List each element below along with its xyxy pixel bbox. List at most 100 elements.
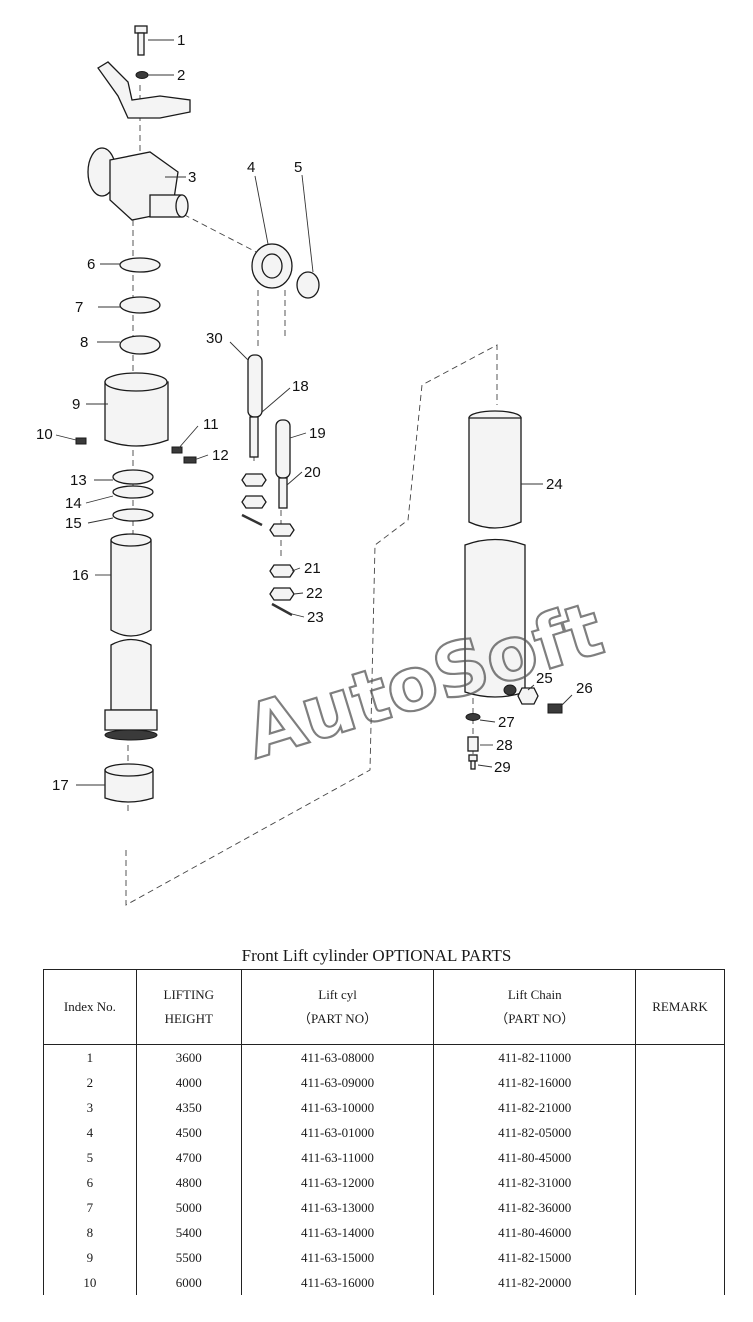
part-snap-ring	[296, 271, 320, 299]
part-chain-30	[247, 354, 263, 458]
cell-index: 10	[43, 1270, 137, 1295]
part-cylinder-tube	[464, 410, 526, 698]
exploded-parts-diagram: 1 2 3 4 5 6 7 8 9 10 11 12 13 14 15 16 1…	[36, 25, 614, 906]
header-lift-chain: Lift Chain （PART NO）	[433, 969, 637, 1045]
part-nut-b	[241, 495, 267, 509]
cell-index: 2	[43, 1070, 137, 1095]
cell-lift-chain-part-no: 411-82-11000	[433, 1044, 637, 1070]
callout-8: 8	[80, 334, 88, 351]
callout-11: 11	[203, 416, 219, 433]
callout-30: 30	[206, 330, 223, 347]
cell-lifting-height: 4500	[135, 1120, 242, 1145]
callout-12: 12	[212, 447, 229, 464]
cell-lift-cyl-part-no: 411-63-09000	[240, 1070, 435, 1095]
part-ring-6	[119, 257, 161, 273]
table-header-row: Index No. LIFTING HEIGHT Lift cyl （PART …	[43, 969, 725, 1045]
cell-lift-cyl-part-no: 411-63-01000	[240, 1120, 435, 1145]
callout-2: 2	[177, 67, 185, 84]
callout-6: 6	[87, 256, 95, 273]
cell-lift-cyl-part-no: 411-63-08000	[240, 1044, 435, 1070]
part-nut-21	[269, 564, 295, 578]
part-nut-c	[269, 523, 295, 537]
callout-9: 9	[72, 396, 80, 413]
cell-lift-chain-part-no: 411-82-16000	[433, 1070, 637, 1095]
part-piston-rod	[104, 533, 158, 741]
part-ring-13	[112, 469, 154, 485]
callout-10: 10	[36, 426, 53, 443]
cell-lift-chain-part-no: 411-80-46000	[433, 1220, 637, 1245]
callout-4: 4	[247, 159, 255, 176]
cell-index: 1	[43, 1044, 137, 1070]
part-pin-a	[241, 513, 263, 527]
part-pin-23	[271, 602, 293, 617]
callout-15: 15	[65, 515, 82, 532]
part-washer-27	[465, 713, 481, 721]
callout-19: 19	[309, 425, 326, 442]
part-fitting-25	[517, 687, 539, 705]
callout-27: 27	[498, 714, 515, 731]
part-nut-22	[269, 587, 295, 601]
optional-parts-table: Index No. LIFTING HEIGHT Lift cyl （PART …	[43, 969, 725, 1295]
cell-lift-cyl-part-no: 411-63-14000	[240, 1220, 435, 1245]
cell-index: 5	[43, 1145, 137, 1170]
leader-lines	[55, 39, 573, 786]
table-title: Front Lift cylinder OPTIONAL PARTS	[241, 946, 512, 965]
cell-lift-chain-part-no: 411-82-15000	[433, 1245, 637, 1270]
cell-index: 3	[43, 1095, 137, 1120]
callout-23: 23	[307, 609, 324, 626]
cell-lift-cyl-part-no: 411-63-11000	[240, 1145, 435, 1170]
callout-24: 24	[546, 476, 563, 493]
cell-lifting-height: 3600	[135, 1044, 242, 1070]
cell-lift-cyl-part-no: 411-63-10000	[240, 1095, 435, 1120]
part-screw-11	[171, 446, 183, 454]
cell-lifting-height: 4700	[135, 1145, 242, 1170]
cell-lift-cyl-part-no: 411-63-13000	[240, 1195, 435, 1220]
cell-remark	[635, 1070, 725, 1095]
cell-remark	[635, 1044, 725, 1070]
callout-25: 25	[536, 670, 553, 687]
cell-remark	[635, 1245, 725, 1270]
cell-index: 7	[43, 1195, 137, 1220]
part-chain-19	[275, 419, 291, 509]
cell-lift-chain-part-no: 411-82-20000	[433, 1270, 637, 1295]
callout-labels: 1 2 3 4 5 6 7 8 9 10 11 12 13 14 15 16 1…	[36, 32, 593, 794]
cell-lift-chain-part-no: 411-82-21000	[433, 1095, 637, 1120]
cell-remark	[635, 1270, 725, 1295]
header-lifting-height: LIFTING HEIGHT	[135, 969, 242, 1045]
part-wheel-support	[87, 147, 189, 221]
part-screw-10	[75, 437, 87, 445]
part-plug-26	[547, 703, 563, 714]
cell-lift-cyl-part-no: 411-63-15000	[240, 1245, 435, 1270]
cell-index: 8	[43, 1220, 137, 1245]
part-cup	[104, 763, 154, 803]
part-bolt	[134, 25, 148, 56]
cell-remark	[635, 1145, 725, 1170]
callout-7: 7	[75, 299, 83, 316]
cell-lift-chain-part-no: 411-82-05000	[433, 1120, 637, 1145]
callout-16: 16	[72, 567, 89, 584]
cell-lift-chain-part-no: 411-82-31000	[433, 1170, 637, 1195]
callout-13: 13	[70, 472, 87, 489]
part-ring-15	[112, 508, 154, 522]
header-lift-cyl: Lift cyl （PART NO）	[240, 969, 435, 1045]
part-screw-12	[183, 456, 197, 464]
callout-5: 5	[294, 159, 302, 176]
part-nut-a	[241, 473, 267, 487]
part-ring-7	[119, 296, 161, 314]
cell-lifting-height: 5400	[135, 1220, 242, 1245]
part-washer	[135, 71, 149, 79]
cell-lifting-height: 4350	[135, 1095, 242, 1120]
cell-remark	[635, 1095, 725, 1120]
callout-14: 14	[65, 495, 82, 512]
callout-20: 20	[304, 464, 321, 481]
callout-17: 17	[52, 777, 69, 794]
part-ring-14	[112, 485, 154, 499]
